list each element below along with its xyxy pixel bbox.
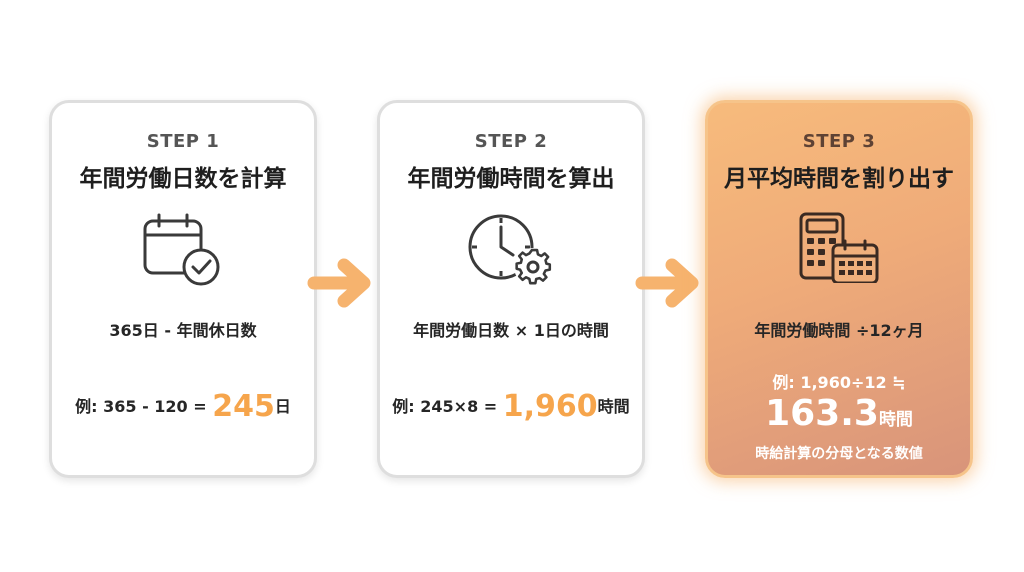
- result-unit: 時間: [878, 410, 913, 430]
- result-value: 163.3: [765, 393, 879, 434]
- step-formula: 年間労働時間 ÷12ヶ月: [754, 321, 924, 340]
- example-value: 245: [212, 389, 275, 424]
- step-card-3: STEP 3 月平均時間を割り出す: [705, 100, 973, 478]
- example-prefix: 例: 245×8 =: [392, 397, 503, 416]
- step-label: STEP 3: [802, 131, 876, 152]
- example-unit: 日: [274, 397, 291, 416]
- step-note: 時給計算の分母となる数値: [755, 446, 923, 462]
- calculator-calendar-icon: [797, 211, 881, 287]
- step-title: 年間労働時間を算出: [407, 166, 615, 192]
- step-card-1: STEP 1 年間労働日数を計算 365日 - 年間休日数 例: 365 - 1…: [49, 100, 317, 478]
- step-example: 例: 365 - 120 = 245日: [52, 389, 314, 424]
- calendar-check-icon: [141, 211, 225, 293]
- step-formula: 年間労働日数 × 1日の時間: [413, 321, 609, 340]
- step-title: 月平均時間を割り出す: [724, 166, 954, 192]
- clock-gear-icon: [465, 211, 557, 293]
- step-title: 年間労働日数を計算: [79, 166, 287, 192]
- step-result: 163.3時間: [708, 393, 970, 434]
- step-example: 例: 1,960÷12 ≒: [772, 373, 906, 392]
- arrow-right-icon: [306, 256, 376, 314]
- step-label: STEP 1: [146, 131, 220, 152]
- step-example: 例: 245×8 = 1,960時間: [380, 389, 642, 424]
- step-card-2: STEP 2 年間労働時間を算出: [377, 100, 645, 478]
- example-value: 1,960: [502, 389, 598, 424]
- arrow-right-icon: [634, 256, 704, 314]
- example-prefix: 例: 365 - 120 =: [75, 397, 213, 416]
- step-formula: 365日 - 年間休日数: [109, 321, 257, 340]
- step-label: STEP 2: [474, 131, 548, 152]
- example-unit: 時間: [597, 397, 630, 416]
